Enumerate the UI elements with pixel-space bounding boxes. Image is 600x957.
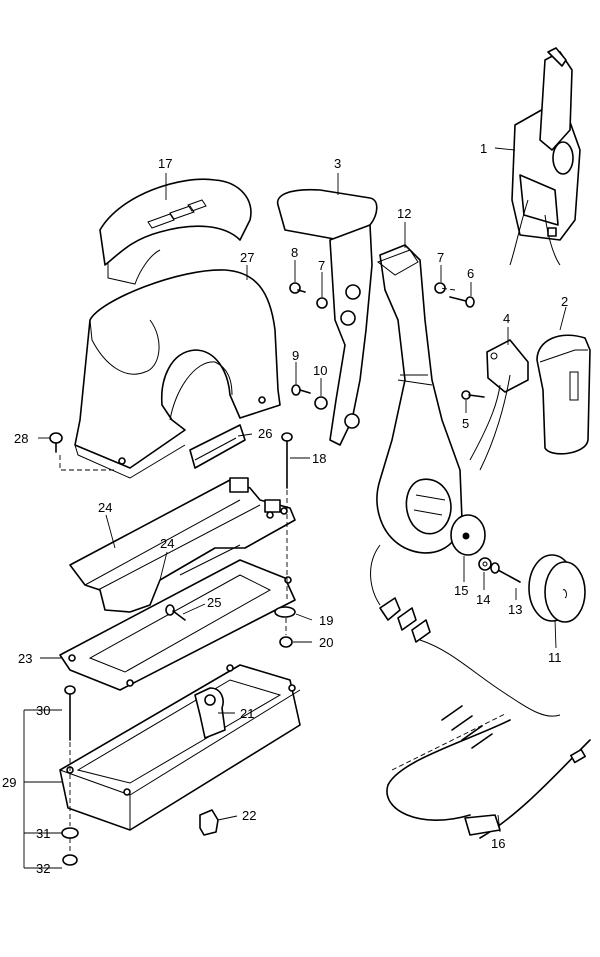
part-1-remote-control-assembly bbox=[509, 47, 581, 266]
label-8: 8 bbox=[291, 245, 298, 260]
part-21-bracket bbox=[194, 687, 226, 739]
label-2: 2 bbox=[561, 294, 568, 309]
label-18: 18 bbox=[312, 451, 326, 466]
label-25: 25 bbox=[207, 595, 221, 610]
label-12: 12 bbox=[397, 206, 411, 221]
part-2-grip-cover bbox=[536, 334, 591, 455]
part-23-gasket bbox=[59, 559, 296, 691]
part-16-wiring-harness bbox=[370, 544, 591, 839]
part-26-plate bbox=[189, 424, 246, 469]
label-7a: 7 bbox=[318, 258, 325, 273]
hardware bbox=[49, 282, 485, 866]
label-30: 30 bbox=[36, 703, 50, 718]
label-26: 26 bbox=[258, 426, 272, 441]
label-24a: 24 bbox=[98, 500, 112, 515]
label-23: 23 bbox=[18, 651, 32, 666]
label-28: 28 bbox=[14, 431, 28, 446]
label-27: 27 bbox=[240, 250, 254, 265]
part-15-disc bbox=[450, 514, 486, 556]
part-29-base-housing bbox=[59, 664, 301, 831]
label-31: 31 bbox=[36, 826, 50, 841]
leader-lines bbox=[23, 147, 567, 869]
label-5: 5 bbox=[462, 416, 469, 431]
label-1: 1 bbox=[480, 141, 487, 156]
label-6: 6 bbox=[467, 266, 474, 281]
callout-labels: 1 2 3 4 5 6 7 7 8 9 10 11 12 13 14 15 16… bbox=[2, 141, 568, 876]
label-10: 10 bbox=[313, 363, 327, 378]
part-14-washer bbox=[478, 557, 492, 571]
label-21: 21 bbox=[240, 706, 254, 721]
label-11: 11 bbox=[548, 650, 562, 665]
part-13-screw bbox=[490, 562, 521, 583]
label-9: 9 bbox=[292, 348, 299, 363]
part-3-control-lever bbox=[276, 188, 378, 446]
label-4: 4 bbox=[503, 311, 510, 326]
label-17: 17 bbox=[158, 156, 172, 171]
alignment-lines bbox=[59, 287, 456, 853]
part-11-knob bbox=[528, 554, 586, 623]
label-3: 3 bbox=[334, 156, 341, 171]
label-20: 20 bbox=[319, 635, 333, 650]
part-24-frame bbox=[69, 477, 296, 613]
label-7b: 7 bbox=[437, 250, 444, 265]
label-16: 16 bbox=[491, 836, 505, 851]
part-27-main-cover bbox=[74, 269, 281, 479]
label-15: 15 bbox=[454, 583, 468, 598]
label-29: 29 bbox=[2, 775, 16, 790]
part-12-lever-housing bbox=[376, 244, 463, 554]
part-17-top-cover bbox=[99, 178, 252, 285]
part-22-clip bbox=[199, 809, 219, 836]
label-13: 13 bbox=[508, 602, 522, 617]
label-32: 32 bbox=[36, 861, 50, 876]
label-14: 14 bbox=[476, 592, 490, 607]
part-4-switch bbox=[469, 339, 529, 471]
label-19: 19 bbox=[319, 613, 333, 628]
label-24b: 24 bbox=[160, 536, 174, 551]
label-22: 22 bbox=[242, 808, 256, 823]
